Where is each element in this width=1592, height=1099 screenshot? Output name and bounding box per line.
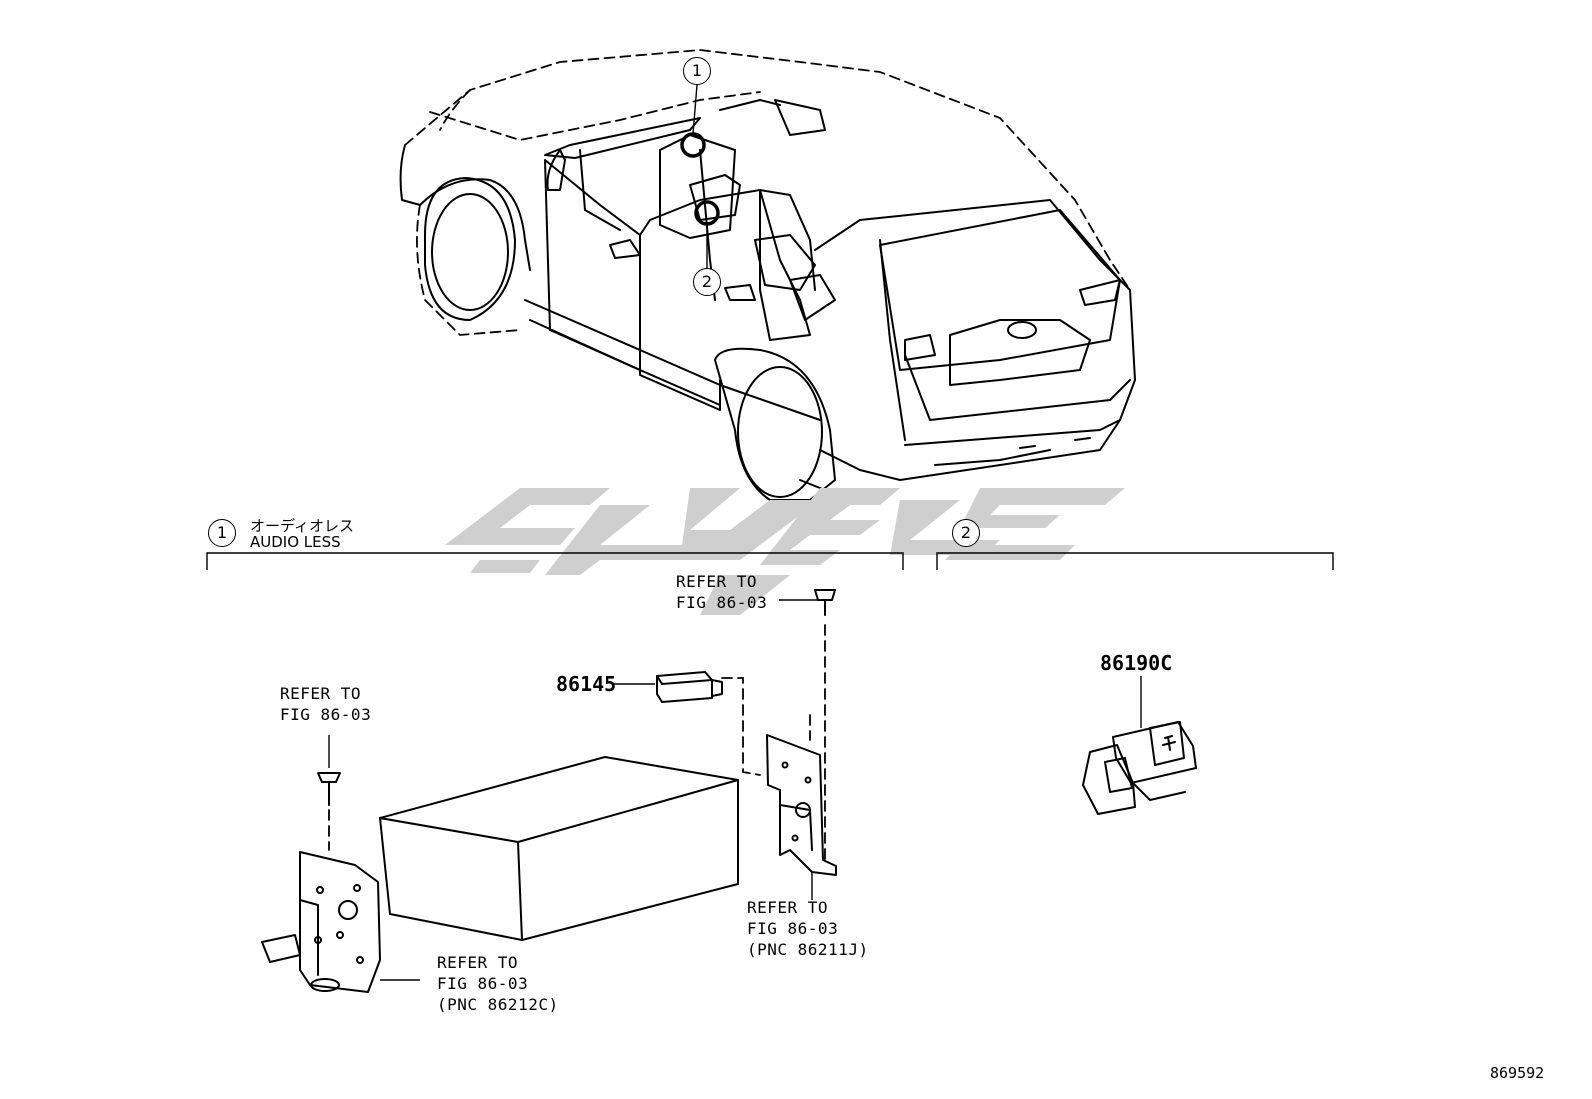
section-1-title-ja: オーディオレス xyxy=(250,517,354,535)
left-bracket xyxy=(261,851,420,993)
vehicle-callout-1: 1 xyxy=(683,57,711,85)
refer-label-top-bolt: REFER TO FIG 86-03 xyxy=(676,572,768,612)
section-2-callout: 2 xyxy=(952,519,980,547)
part-number-86145: 86145 xyxy=(556,672,617,696)
section-2-bracket xyxy=(936,552,1334,570)
watermark-logo xyxy=(445,488,1125,615)
usb-adapter-86190c xyxy=(1082,676,1197,815)
refer-label-left-bolt: REFER TO FIG 86-03 xyxy=(280,684,372,724)
diagram-code: 869592 xyxy=(1490,1064,1545,1082)
refer-label-left-bracket: REFER TO FIG 86-03 (PNC 86212C) xyxy=(437,953,559,1014)
left-bolt xyxy=(317,735,341,851)
section-1-bracket xyxy=(206,552,904,570)
vehicle-callout-2: 2 xyxy=(693,268,721,296)
section-1-title-en: AUDIO LESS xyxy=(250,533,341,551)
right-bolt xyxy=(779,589,836,866)
refer-label-right-bracket: REFER TO FIG 86-03 (PNC 86211J) xyxy=(747,898,869,959)
audio-less-box xyxy=(379,756,739,941)
vehicle-illustration xyxy=(399,49,1136,501)
receiver-86145 xyxy=(613,671,761,776)
section-1-callout: 1 xyxy=(208,519,236,547)
part-number-86190c: 86190C xyxy=(1100,651,1173,675)
right-bracket xyxy=(766,714,837,900)
